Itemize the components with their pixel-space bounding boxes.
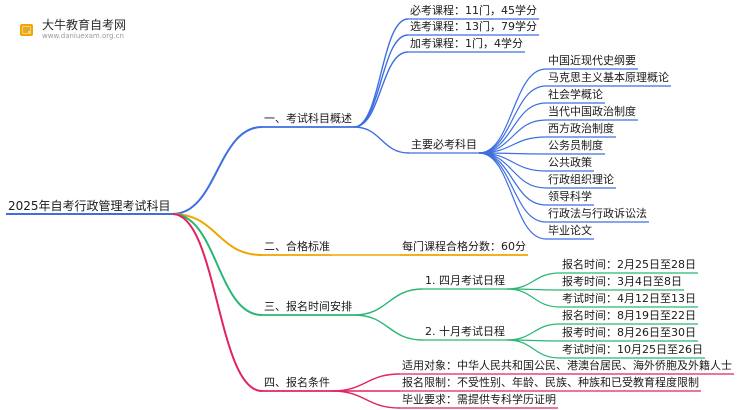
schedule-item: 考试时间：10月25日至26日 (562, 343, 703, 356)
schedule-item: 报名时间：2月25日至28日 (562, 258, 696, 271)
main-required-subjects: 主要必考科目 (411, 138, 477, 151)
connector-curve (331, 373, 401, 392)
subject-item: 毕业论文 (548, 224, 592, 237)
schedule-item: 考试时间：4月12日至13日 (562, 292, 696, 305)
subject-item: 中国近现代史纲要 (548, 54, 636, 67)
branch-passing-standard: 二、合格标准 (264, 240, 330, 253)
branch-registration-schedule: 三、报名时间安排 (264, 300, 352, 313)
brand-logo: 大牛教育自考网 www.daniuexam.org.cn (18, 18, 126, 41)
condition-eligible-applicants: 适用对象：中华人民共和国公民、港澳台居民、海外侨胞及外籍人士 (402, 359, 732, 372)
connector-curve (353, 126, 410, 154)
connector-curve (353, 51, 409, 128)
connector-curve (506, 339, 561, 359)
connector-curve (478, 68, 547, 154)
connector-curve (353, 34, 409, 128)
october-exam-schedule: 2. 十月考试日程 (425, 325, 505, 338)
subject-item: 西方政治制度 (548, 122, 614, 135)
connector-curve (478, 85, 547, 154)
connector-curve (172, 213, 263, 256)
condition-graduation: 毕业要求：需提供专科学历证明 (402, 393, 556, 406)
required-courses: 必考课程：11门，45学分 (410, 4, 537, 17)
subject-item: 行政组织理论 (548, 173, 614, 186)
subject-item: 领导科学 (548, 190, 592, 203)
subject-item: 公务员制度 (548, 139, 603, 152)
subject-item: 行政法与行政诉讼法 (548, 207, 647, 220)
connector-curve (172, 213, 263, 316)
connector-curve (331, 390, 401, 409)
additional-courses: 加考课程：1门，4学分 (410, 37, 523, 50)
april-exam-schedule: 1. 四月考试日程 (425, 274, 505, 287)
brand-title: 大牛教育自考网 (42, 18, 127, 32)
brand-url: www.daniuexam.org.cn (42, 32, 124, 40)
connector-curve (506, 288, 561, 308)
connector-curve (478, 152, 547, 223)
condition-restrictions: 报名限制：不受性别、年龄、民族、种族和已受教育程度限制 (402, 376, 699, 389)
root-node: 2025年自考行政管理考试科目 (8, 199, 171, 213)
branch-exam-overview: 一、考试科目概述 (264, 112, 352, 125)
branch-registration-conditions: 四、报名条件 (264, 376, 330, 389)
connector-curve (478, 119, 547, 154)
passing-score: 每门课程合格分数：60分 (402, 240, 526, 253)
connector-curve (172, 126, 263, 215)
elective-courses: 选考课程：13门，79学分 (410, 20, 537, 33)
schedule-item: 报名时间：8月19日至22日 (562, 309, 696, 322)
connector-curve (353, 288, 424, 316)
connector-curve (506, 272, 561, 290)
connector-curve (353, 18, 409, 128)
subject-item: 公共政策 (548, 156, 592, 169)
subject-item: 马克思主义基本原理概论 (548, 71, 669, 84)
connector-curve (172, 213, 263, 392)
connector-curve (506, 323, 561, 341)
connector-curve (478, 152, 547, 240)
connector-curve (478, 102, 547, 154)
schedule-item: 报考时间：3月4日至8日 (562, 275, 682, 288)
connector-curve (353, 314, 424, 341)
subject-item: 当代中国政治制度 (548, 105, 636, 118)
subject-item: 社会学概论 (548, 88, 603, 101)
schedule-item: 报考时间：8月26日至30日 (562, 326, 696, 339)
book-logo-icon (18, 21, 36, 39)
